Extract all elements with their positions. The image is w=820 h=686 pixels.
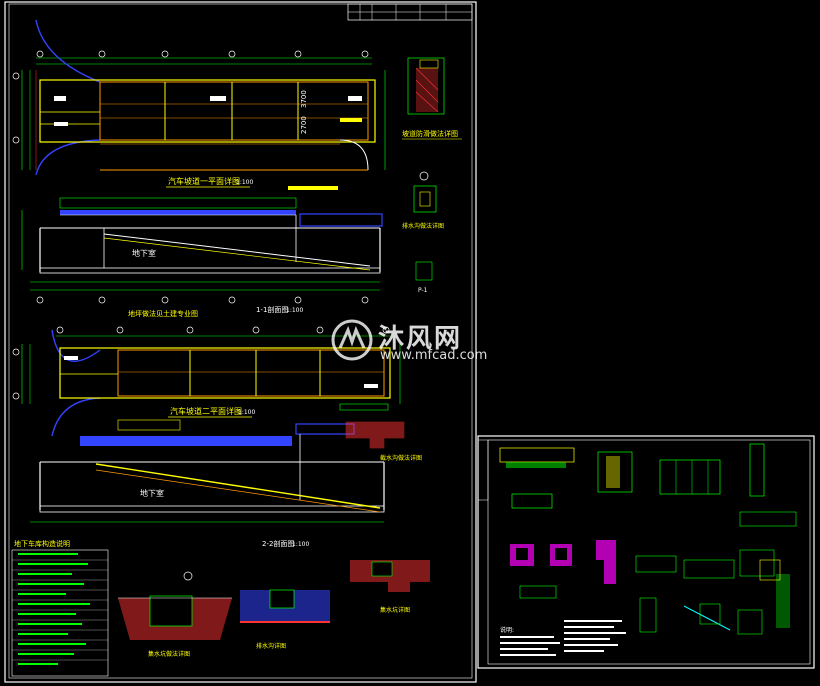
section1-title: 1-1剖面图	[256, 305, 288, 314]
sheet1-frame	[4, 1, 477, 683]
watermark-brand: 沐风网	[378, 324, 463, 354]
watermark-logo-icon	[331, 319, 373, 361]
plan2-note: 地坪做法见土建专业图	[128, 309, 198, 318]
sheet2-notes-head: 说明:	[500, 626, 514, 634]
watermark: 沐风网 www.mfcad.com	[330, 318, 500, 366]
plan2-scale: 1:100	[238, 409, 255, 416]
detail-sump-pit: 集水坑做法详图	[118, 595, 232, 658]
plan1-title: 汽车坡道一平面详图	[168, 176, 240, 186]
detail-d2-title: 排水沟做法详图	[402, 222, 444, 230]
plan1-dim-2700: 2700	[300, 116, 308, 134]
plan1-dim-3700: 3700	[300, 90, 308, 108]
detail-drain: 排水沟详图	[183, 571, 330, 650]
plan1-drawing: 3700 2700 汽车坡道一平面详图 1:100	[12, 19, 386, 188]
section1-scale: 1:100	[286, 307, 303, 314]
section2-scale: 1:100	[292, 541, 309, 548]
section1-drawing: 地下室 1-1剖面图 1:100	[21, 186, 383, 314]
detail-legend-p1: P-1	[418, 287, 428, 294]
plan1-scale: 1:100	[236, 179, 253, 186]
detail-d4-title: 截水沟做法详图	[380, 454, 422, 462]
plan2-title: 汽车坡道二平面详图	[170, 406, 242, 416]
notes-table: 地下车库构造说明	[11, 539, 109, 677]
section1-basement-label: 地下室	[132, 248, 156, 258]
plan2-drawing: 地坪做法见土建专业图 汽车坡道二平面详图 1:100	[12, 309, 401, 437]
watermark-url: www.mfcad.com	[380, 348, 488, 363]
detail-intercept-ditch: 截水沟做法详图	[339, 403, 422, 462]
detail-column: 排水沟做法详图 P-1	[402, 171, 444, 294]
detail-d5-title: 排水沟详图	[256, 642, 286, 650]
notes-title: 地下车库构造说明	[14, 539, 70, 548]
detail-ramp-antislip: 坡道防滑做法详图	[402, 57, 462, 140]
detail-collect: 集水坑详图	[350, 560, 430, 614]
section2-basement-label: 地下室	[140, 488, 164, 498]
section2-title: 2-2剖面图	[262, 539, 294, 548]
detail-d1-title: 坡道防滑做法详图	[402, 129, 458, 138]
sheet2-details: 说明:	[499, 443, 797, 656]
detail-d3-title: 集水坑做法详图	[148, 650, 190, 658]
section2-drawing: 地下室 2-2剖面图 1:100	[30, 419, 385, 548]
detail-d6-title: 集水坑详图	[380, 606, 410, 614]
sheet2-frame	[477, 435, 815, 669]
sheet1-title-block	[347, 3, 473, 21]
